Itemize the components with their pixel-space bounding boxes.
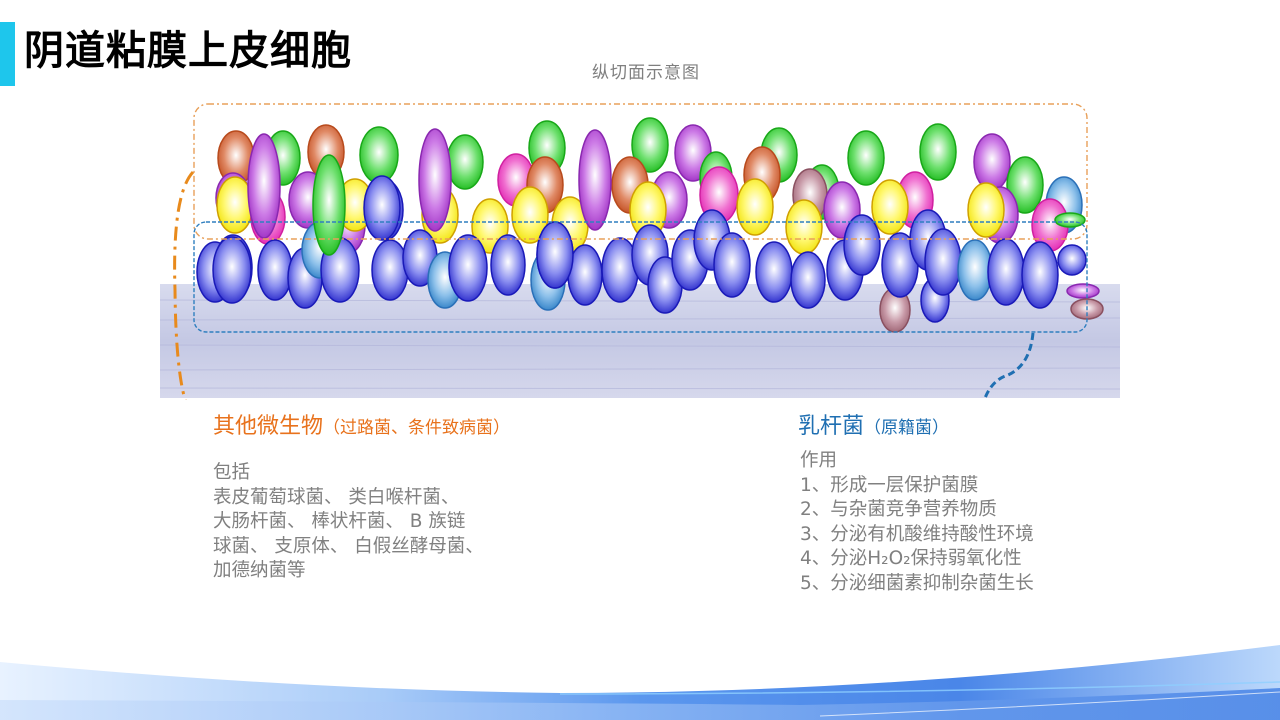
list-line: 表皮葡萄球菌、 类白喉杆菌、: [213, 486, 460, 508]
epithelial-tissue: [160, 284, 1120, 398]
other-microbes-heading: 其他微生物（过路菌、条件致病菌）: [213, 408, 510, 440]
function-item: 3、分泌有机酸维持酸性环境: [800, 523, 1034, 545]
lactobacillus-title: 乳杆菌: [798, 414, 865, 439]
other-microbes-list: 包括 表皮葡萄球菌、 类白喉杆菌、 大肠杆菌、 棒状杆菌、 B 族链 球菌、 支…: [213, 461, 484, 584]
list-line: 大肠杆菌、 棒状杆菌、 B 族链: [213, 511, 466, 532]
function-item: 2、与杂菌竞争营养物质: [800, 499, 997, 520]
other-microbes-title: 其他微生物: [213, 414, 324, 439]
other-microbes-subtitle: （过路菌、条件致病菌）: [323, 418, 511, 438]
list-line: 球菌、 支原体、 白假丝酵母菌、: [213, 535, 484, 557]
function-item: 1、形成一层保护菌膜: [800, 474, 979, 496]
lactobacillus-arrow: [982, 332, 1035, 400]
diagram-caption: 纵切面示意图: [592, 63, 700, 83]
lactobacillus-region: [193, 221, 1088, 333]
lactobacillus-heading: 乳杆菌（原籍菌）: [798, 408, 949, 440]
other-microbes-arrow: [173, 170, 195, 400]
lactobacillus-subtitle: （原籍菌）: [864, 418, 950, 438]
other-microbes-region: [193, 103, 1088, 240]
list-line: 包括: [213, 462, 251, 483]
slide-title: 阴道粘膜上皮细胞: [24, 28, 352, 74]
footer-wave-decoration: [0, 645, 1280, 720]
other-microbes-cluster: [215, 117, 1083, 255]
function-item: 4、分泌H₂O₂保持弱氧化性: [800, 548, 1022, 569]
function-item: 5、分泌细菌素抑制杂菌生长: [800, 572, 1034, 594]
mucosa-section-diagram: [160, 103, 1120, 400]
title-accent-bar: [0, 22, 15, 86]
lactobacillus-functions: 作用 1、形成一层保护菌膜 2、与杂菌竞争营养物质 3、分泌有机酸维持酸性环境 …: [800, 449, 1034, 596]
list-line: 加德纳菌等: [213, 560, 306, 581]
functions-intro: 作用: [800, 450, 838, 471]
